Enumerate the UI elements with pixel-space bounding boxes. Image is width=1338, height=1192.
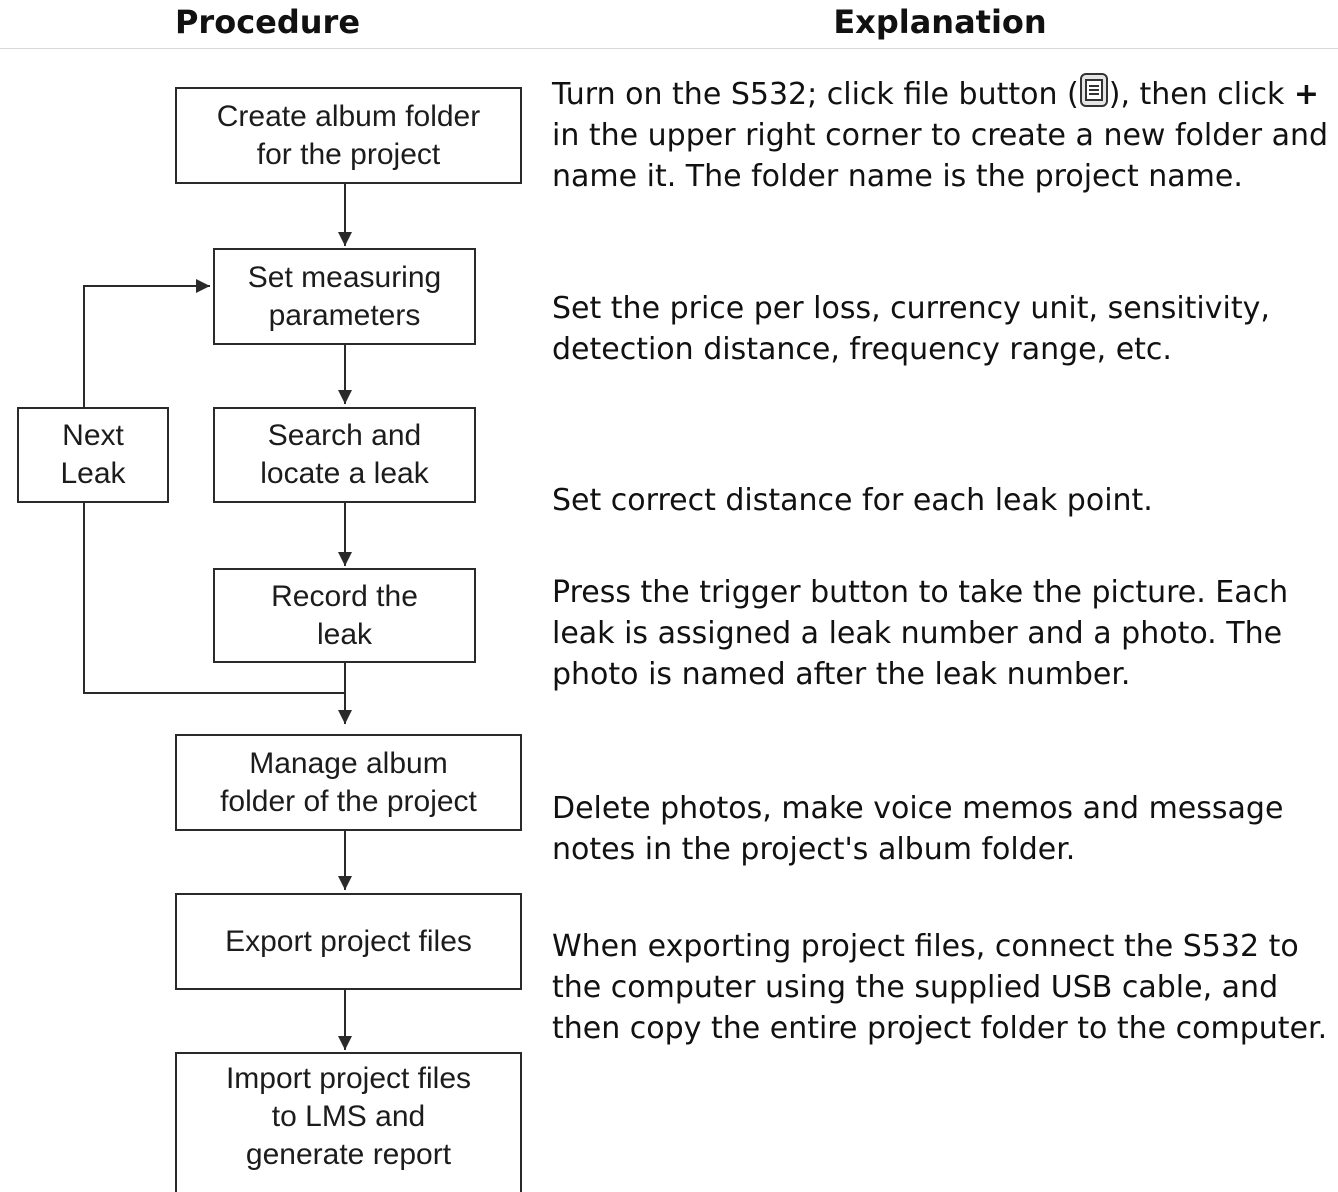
step-create-album-folder: Create album folder for the project bbox=[175, 87, 522, 184]
step-search-locate-leak: Search and locate a leak bbox=[213, 407, 476, 503]
loop-line-to-next-leak bbox=[83, 503, 345, 694]
explanation-create-folder: Turn on the S532; click file button (), … bbox=[552, 72, 1332, 197]
step-set-measuring-parameters: Set measuring parameters bbox=[213, 248, 476, 345]
procedure-header: Procedure bbox=[174, 3, 361, 41]
header-divider bbox=[0, 48, 1338, 49]
flow-connectors bbox=[83, 184, 352, 1050]
step-import-project-files: Import project files to LMS and generate… bbox=[175, 1052, 522, 1192]
explanation-record-leak: Press the trigger button to take the pic… bbox=[552, 575, 1289, 692]
plus-symbol: + bbox=[1293, 77, 1320, 112]
step-manage-album-folder: Manage album folder of the project bbox=[175, 734, 522, 831]
step-export-project-files: Export project files bbox=[175, 893, 522, 990]
explanation-set-params: Set the price per loss, currency unit, s… bbox=[552, 291, 1270, 367]
arrow-next-leak-to-params bbox=[83, 279, 210, 407]
explanation-search-leak: Set correct distance for each leak point… bbox=[552, 483, 1153, 518]
explanation-header: Explanation bbox=[833, 3, 1047, 41]
step-next-leak: Next Leak bbox=[17, 407, 169, 503]
explanation-export-files: When exporting project files, connect th… bbox=[552, 929, 1328, 1046]
explanation-manage-folder: Delete photos, make voice memos and mess… bbox=[552, 791, 1284, 867]
step-record-leak: Record the leak bbox=[213, 568, 476, 663]
file-button-icon bbox=[1079, 72, 1109, 108]
